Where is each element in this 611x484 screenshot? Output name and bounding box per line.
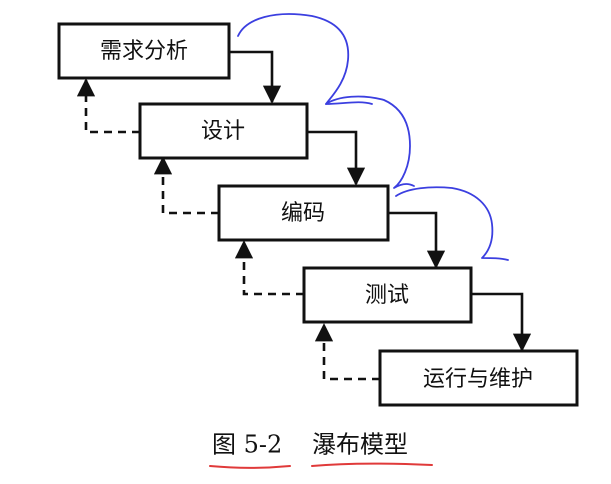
forward-arrows: [229, 50, 532, 352]
caption-title: 瀑布模型: [312, 431, 408, 459]
feedback-arrow-maintenance-to-testing: [314, 323, 380, 381]
figure-caption: 图 5-2 瀑布模型: [212, 431, 408, 459]
stage-design: 设计: [138, 102, 309, 160]
stage-label: 运行与维护: [423, 367, 533, 392]
handwritten-red-underlines: [209, 462, 433, 469]
feedback-arrow-coding-to-design: [153, 156, 219, 215]
stage-label: 编码: [281, 201, 325, 226]
stage-coding: 编码: [217, 184, 390, 242]
stage-label: 需求分析: [100, 39, 188, 64]
blue-loop-3: [395, 186, 509, 261]
red-underline-number: [209, 465, 291, 469]
blue-loop-2: [325, 95, 415, 189]
flow-arrow-design-to-coding: [307, 130, 366, 186]
stage-operation-maintenance: 运行与维护: [378, 349, 579, 407]
feedback-arrow-testing-to-coding: [234, 240, 304, 296]
stage-requirements-analysis: 需求分析: [57, 22, 231, 80]
flow-arrow-requirements-to-design: [229, 50, 282, 104]
flow-arrow-coding-to-testing: [388, 211, 446, 269]
red-underline-title: [311, 462, 433, 467]
stage-label: 设计: [201, 119, 245, 144]
feedback-arrows: [76, 78, 380, 381]
feedback-arrow-design-to-requirements: [76, 78, 140, 134]
flow-arrow-testing-to-maintenance: [471, 292, 532, 352]
caption-number: 图 5-2: [212, 431, 282, 459]
handwritten-blue-loops: [237, 13, 509, 261]
blue-loop-1: [237, 13, 373, 105]
stage-label: 测试: [365, 283, 409, 308]
stage-testing: 测试: [302, 266, 473, 324]
